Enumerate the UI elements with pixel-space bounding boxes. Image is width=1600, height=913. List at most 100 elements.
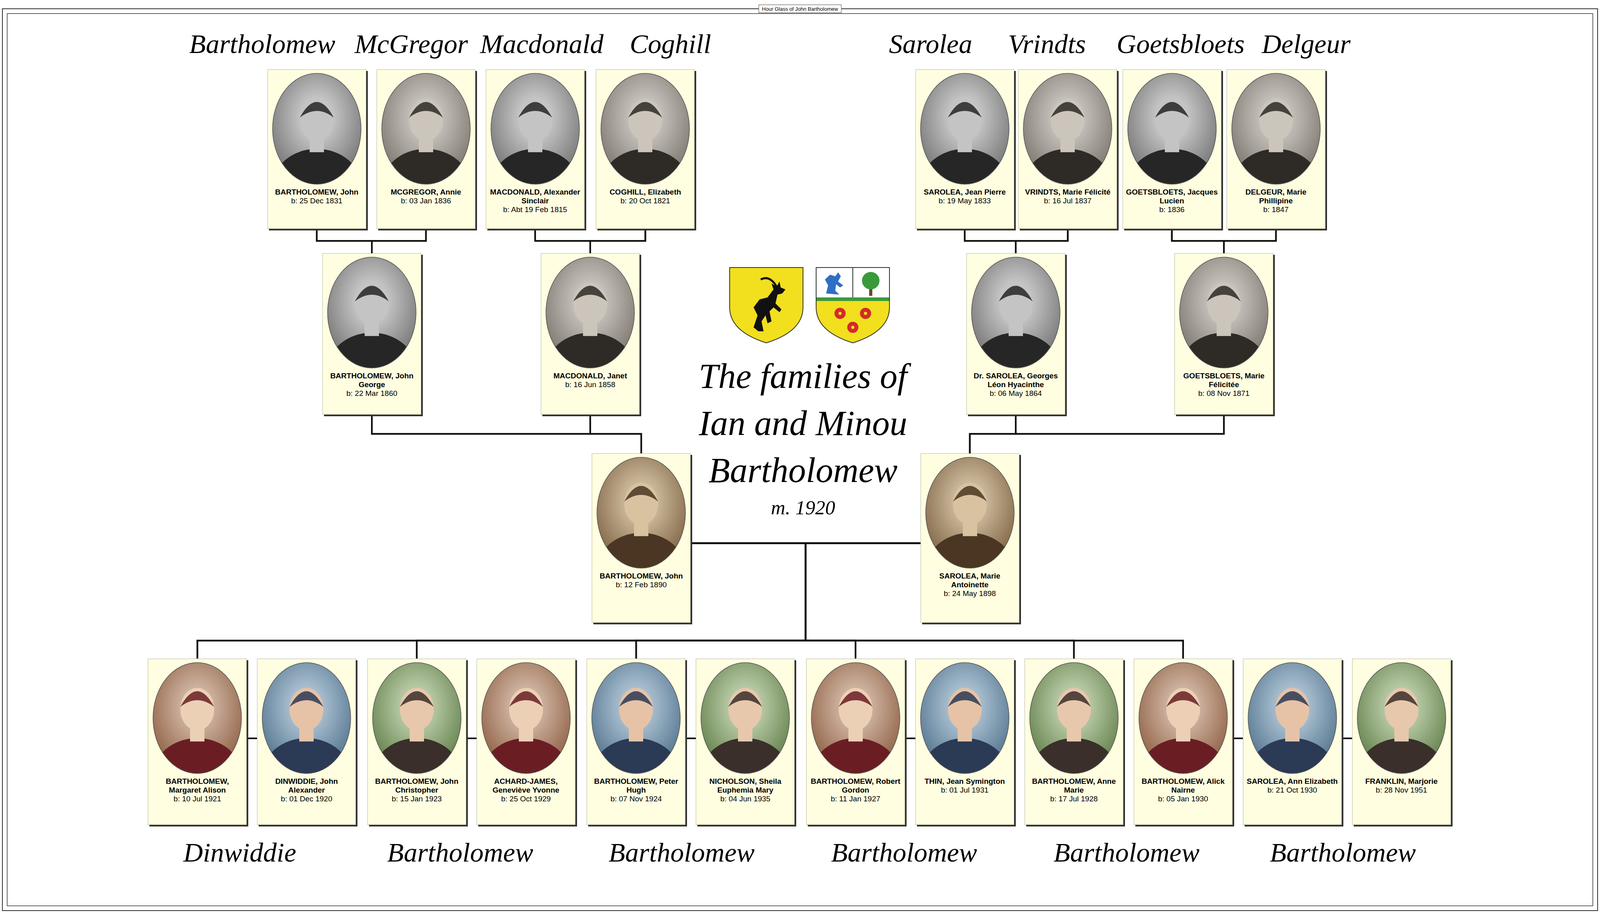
person-name: MACDONALD, Alexander Sinclair xyxy=(488,187,582,206)
portrait-head xyxy=(619,687,654,730)
goat-figure xyxy=(753,281,786,332)
portrait-shoulders xyxy=(272,149,362,185)
person-card: BARTHOLOMEW, Anne Marieb: 17 Jul 1928 xyxy=(1024,658,1124,825)
card-texts: GOETSBLOETS, Marie Félicitéeb: 08 Nov 18… xyxy=(1174,371,1273,398)
rose-centre xyxy=(851,325,855,329)
portrait xyxy=(327,256,417,369)
person-card: BARTHOLOMEW, Robert Gordonb: 11 Jan 1927 xyxy=(806,658,906,825)
portrait xyxy=(1179,256,1269,369)
portrait-head xyxy=(180,687,215,730)
portrait-hair xyxy=(628,102,663,118)
portrait-shoulders xyxy=(1029,737,1119,774)
person-card: FRANKLIN, Marjorieb: 28 Nov 1951 xyxy=(1352,658,1451,825)
family-line xyxy=(371,414,591,434)
portrait-image xyxy=(372,661,462,774)
person-card: SAROLEA, Jean Pierreb: 19 May 1833 xyxy=(915,69,1015,229)
person-card: GOETSBLOETS, Jacques Lucienb: 1836 xyxy=(1122,69,1222,229)
portrait-frame xyxy=(920,662,1010,774)
portrait-image xyxy=(1022,72,1113,185)
portrait xyxy=(810,661,901,774)
person-name: ACHARD-JAMES, Geneviève Yvonne xyxy=(479,776,573,795)
family-name: Macdonald xyxy=(480,27,604,60)
person-name: VRINDTS, Marie Félicité xyxy=(1020,187,1115,197)
portrait-head xyxy=(728,687,763,730)
coat-of-arms xyxy=(729,267,803,343)
card-texts: MACDONALD, Janetb: 16 Jun 1858 xyxy=(541,371,640,389)
person-name: GOETSBLOETS, Jacques Lucien xyxy=(1125,187,1219,206)
card-texts: BARTHOLOMEW, Johnb: 25 Dec 1831 xyxy=(267,187,366,206)
portrait-shoulders xyxy=(1179,332,1269,369)
portrait-shoulders xyxy=(700,737,790,774)
birth-date: b: 28 Nov 1951 xyxy=(1354,785,1449,795)
portrait-head xyxy=(1166,687,1200,730)
family-line xyxy=(1172,228,1225,254)
portrait-hair xyxy=(508,690,543,707)
portrait-frame xyxy=(700,662,790,774)
card-texts: BARTHOLOMEW, Robert Gordonb: 11 Jan 1927 xyxy=(806,776,905,803)
birth-date: b: 1836 xyxy=(1125,205,1219,214)
portrait-frame xyxy=(591,662,681,774)
portrait-hair xyxy=(1050,102,1085,118)
birth-date: b: 01 Jul 1931 xyxy=(918,785,1012,795)
portrait xyxy=(920,72,1010,185)
card-texts: BARTHOLOMEW, Alick Nairneb: 05 Jan 1930 xyxy=(1134,776,1233,803)
portrait xyxy=(1127,72,1217,185)
card-texts: MACDONALD, Alexander Sinclairb: Abt 19 F… xyxy=(486,187,585,214)
person-name: DINWIDDIE, John Alexander xyxy=(259,776,354,795)
portrait-image xyxy=(152,661,242,774)
birth-date: b: 20 Oct 1821 xyxy=(598,196,692,206)
birth-date: b: 10 Jul 1921 xyxy=(150,794,244,803)
portrait-frame xyxy=(600,73,690,185)
portrait-frame xyxy=(272,73,362,185)
portrait-shoulders xyxy=(327,332,417,369)
portrait xyxy=(261,661,352,774)
shield xyxy=(816,267,890,343)
portrait-head xyxy=(299,98,334,142)
portrait-image xyxy=(600,72,690,185)
birth-date: b: 08 Nov 1871 xyxy=(1177,388,1271,398)
person-card: BARTHOLOMEW, John Georgeb: 22 Mar 1860 xyxy=(322,253,422,415)
portrait-shoulders xyxy=(1231,149,1321,185)
portrait-head xyxy=(624,482,659,525)
card-texts: BARTHOLOMEW, Margaret Alisonb: 10 Jul 19… xyxy=(148,776,247,803)
portrait xyxy=(1247,661,1337,774)
person-name: NICHOLSON, Sheila Euphemia Mary xyxy=(698,776,792,795)
portrait-image xyxy=(1356,661,1447,774)
card-texts: MCGREGOR, Annieb: 03 Jan 1836 xyxy=(376,187,476,206)
person-card: VRINDTS, Marie Félicitéb: 16 Jul 1837 xyxy=(1018,69,1118,229)
portrait-hair xyxy=(408,102,443,118)
person-name: SAROLEA, Jean Pierre xyxy=(918,187,1012,197)
card-texts: THIN, Jean Symingtonb: 01 Jul 1931 xyxy=(915,776,1014,795)
person-name: Dr. SAROLEA, Georges Léon Hyacinthe xyxy=(969,371,1063,389)
portrait xyxy=(920,661,1010,774)
person-name: BARTHOLOMEW, John George xyxy=(325,371,419,389)
diagram-title: The families of Ian and Minou Bartholome… xyxy=(683,352,923,494)
person-name: BARTHOLOMEW, Alick Nairne xyxy=(1136,776,1230,795)
family-line xyxy=(1015,228,1068,254)
portrait-shoulders xyxy=(372,737,462,774)
portrait xyxy=(1022,72,1113,185)
portrait-shoulders xyxy=(925,532,1015,569)
person-name: BARTHOLOMEW, Robert Gordon xyxy=(808,776,903,795)
person-card: MACDONALD, Alexander Sinclairb: Abt 19 F… xyxy=(485,69,585,229)
shield xyxy=(729,267,803,343)
person-card: MACDONALD, Janetb: 16 Jun 1858 xyxy=(540,253,640,415)
portrait-hair xyxy=(838,690,873,707)
portrait-shoulders xyxy=(261,737,352,774)
portrait-frame xyxy=(971,257,1061,368)
portrait-image xyxy=(700,661,790,774)
portrait-head xyxy=(289,687,324,730)
birth-date: b: 07 Nov 1924 xyxy=(589,794,683,803)
portrait-shoulders xyxy=(381,149,471,185)
family-line xyxy=(590,228,646,254)
card-texts: NICHOLSON, Sheila Euphemia Maryb: 04 Jun… xyxy=(696,776,795,803)
portrait-hair xyxy=(180,690,215,707)
family-line xyxy=(1223,228,1277,254)
portrait xyxy=(1231,72,1321,185)
portrait-frame xyxy=(372,662,462,774)
family-name: Delgeur xyxy=(1261,27,1351,60)
portrait-image xyxy=(920,72,1010,185)
card-texts: DELGEUR, Marie Phillipineb: 1847 xyxy=(1226,187,1326,214)
page-frame xyxy=(2,8,1598,911)
family-line xyxy=(1232,737,1243,739)
